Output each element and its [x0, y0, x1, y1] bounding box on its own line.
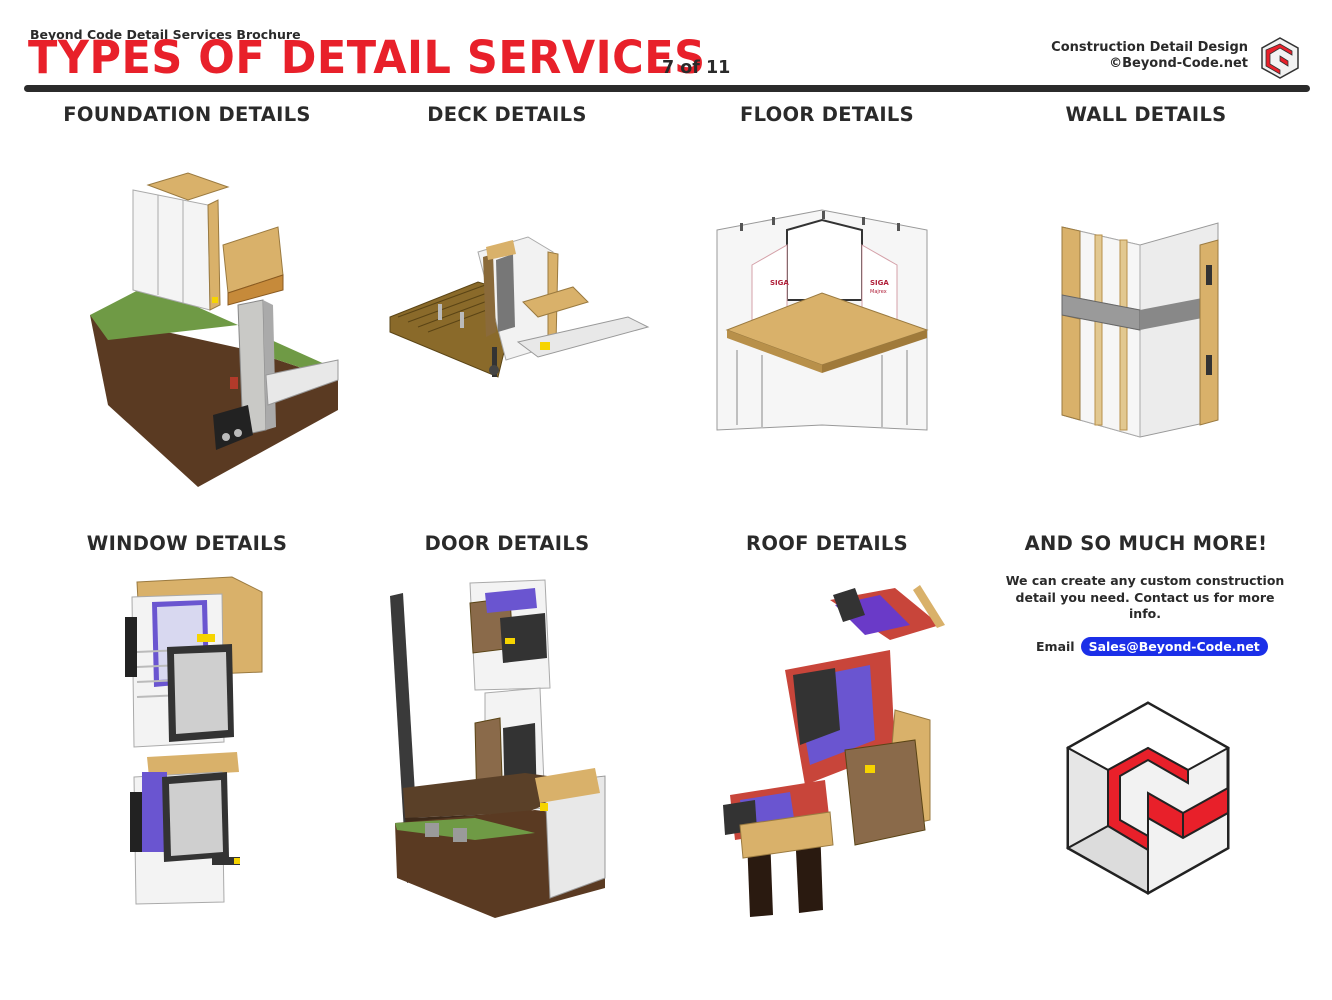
- roof-detail-illustration: [723, 585, 945, 917]
- brand-logo-icon: [1261, 37, 1299, 79]
- brochure-caption: Beyond Code Detail Services Brochure: [30, 27, 301, 42]
- page-header: Beyond Code Detail Services Brochure TYP…: [0, 0, 1332, 100]
- floor-details-label: FLOOR DETAILS: [739, 103, 915, 126]
- page-title: TYPES OF DETAIL SERVICES: [28, 31, 706, 85]
- deck-details-label: DECK DETAILS: [427, 103, 587, 126]
- deck-detail-illustration: [389, 236, 650, 378]
- header-tagline: Construction Detail Design: [1051, 40, 1248, 55]
- foundation-details-label: FOUNDATION DETAILS: [63, 103, 311, 126]
- more-description: We can create any custom construction de…: [1005, 573, 1285, 621]
- siga-tape-label-right: SIGA: [870, 279, 889, 287]
- header-divider: [24, 85, 1310, 92]
- email-link[interactable]: Sales@Beyond-Code.net: [1080, 636, 1268, 656]
- window-details-label: WINDOW DETAILS: [86, 532, 288, 555]
- brand-logo-large-icon: [1065, 701, 1231, 895]
- header-website: ©Beyond-Code.net: [1109, 56, 1248, 71]
- window-detail-illustration: [125, 576, 263, 905]
- door-details-label: DOOR DETAILS: [424, 532, 590, 555]
- roof-details-label: ROOF DETAILS: [746, 532, 908, 555]
- email-row: Email Sales@Beyond-Code.net: [1036, 636, 1268, 656]
- wall-details-label: WALL DETAILS: [1065, 103, 1227, 126]
- more-heading: AND SO MUCH MORE!: [1024, 532, 1268, 555]
- page-number: 7 of 11: [662, 58, 731, 78]
- siga-tape-label-left: SIGA: [770, 279, 789, 287]
- foundation-detail-illustration: [90, 172, 339, 487]
- door-detail-illustration: [390, 579, 606, 918]
- email-label: Email: [1036, 638, 1075, 654]
- majrex-tape-label: Majrex: [870, 289, 887, 295]
- floor-detail-illustration: SIGA SIGA Majrex: [716, 209, 929, 431]
- wall-detail-illustration: [1061, 222, 1219, 438]
